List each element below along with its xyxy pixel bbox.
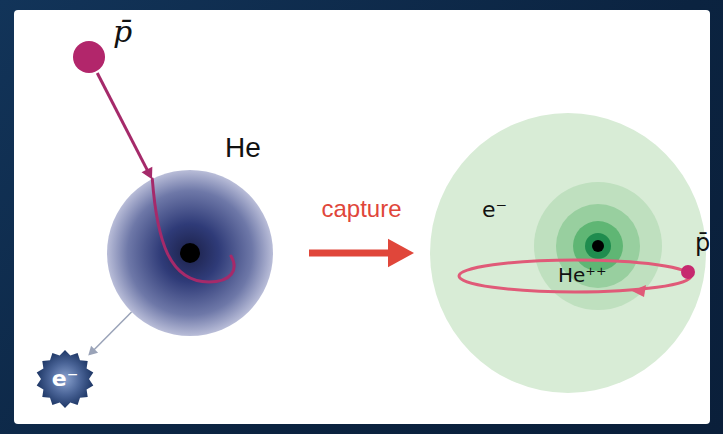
antiproton-symbol: p̄ (113, 15, 132, 50)
ion-label: He⁺⁺ (558, 264, 606, 287)
atom-shape (107, 170, 273, 336)
antiprotonic-helium: e⁻ He⁺⁺ (430, 113, 706, 393)
edge-label: capture (321, 195, 401, 223)
helium-atom: He (107, 170, 273, 336)
ejection-arrow (88, 312, 131, 356)
antiproton: p̄ (73, 41, 105, 73)
electron-symbol: e⁻ (52, 366, 79, 391)
ball-shape (73, 41, 105, 73)
greenatom-shape (430, 113, 706, 393)
capture-arrow (309, 239, 414, 268)
antiproton-symbol: p̄ (695, 230, 710, 258)
atom-label: He (225, 132, 261, 164)
ejected-electron: e⁻ (36, 350, 94, 408)
electron-symbol: e⁻ (482, 197, 507, 222)
trajectory-arrow (97, 73, 152, 179)
